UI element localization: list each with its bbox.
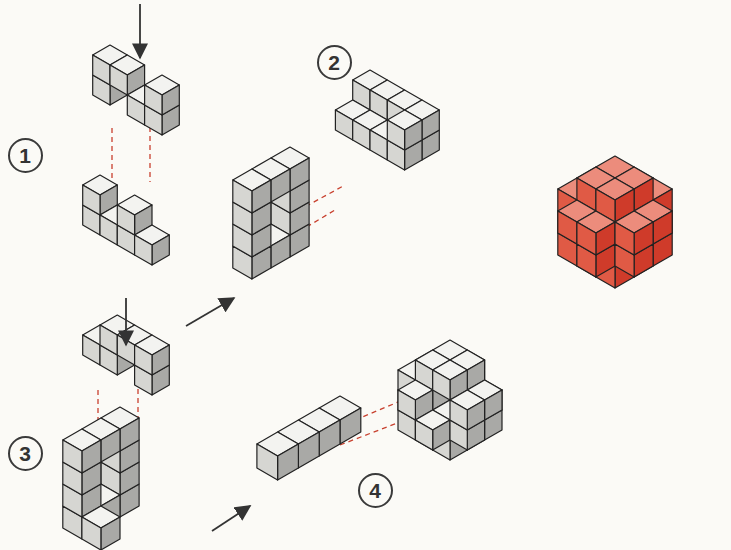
block-face (63, 440, 82, 473)
block-face (271, 169, 290, 202)
block-face (433, 370, 450, 400)
callout-number: 3 (19, 443, 31, 464)
block-face (278, 444, 299, 480)
step-number: 1 (8, 138, 43, 173)
block-face (577, 222, 596, 255)
block-face (135, 345, 152, 375)
block-face (120, 418, 139, 451)
block-face (634, 222, 653, 255)
block-face (558, 211, 577, 244)
block-face (100, 215, 117, 245)
block-face (335, 110, 352, 140)
block-face (127, 95, 144, 125)
block-face (82, 517, 101, 550)
block-face (93, 55, 110, 85)
block-face (233, 180, 252, 213)
callout-number: 1 (19, 145, 31, 166)
block-face (110, 65, 127, 95)
block-face (653, 211, 672, 244)
step-number: 2 (317, 45, 352, 80)
block-face (415, 420, 432, 450)
block-face (353, 120, 370, 150)
block-face (615, 222, 634, 255)
block-face (145, 85, 162, 115)
callout-number: 2 (328, 52, 340, 73)
block-face (596, 222, 615, 255)
block-face (101, 429, 120, 462)
block-face (252, 180, 271, 213)
step-number: 3 (8, 436, 43, 471)
step-number: 4 (358, 473, 393, 508)
block-face (450, 400, 467, 430)
block-face (422, 110, 439, 140)
block-face (405, 120, 422, 150)
block-face (162, 85, 179, 115)
block-face (290, 158, 309, 191)
block-face (485, 390, 502, 420)
block-face (387, 120, 404, 150)
block-face (319, 420, 340, 456)
block-face (82, 440, 101, 473)
block-face (398, 390, 415, 420)
block-face (271, 235, 290, 268)
block-face (83, 185, 100, 215)
block-face (100, 325, 117, 355)
block-face (298, 432, 319, 468)
block-face (467, 400, 484, 430)
block-face (117, 205, 134, 235)
block-face (370, 130, 387, 160)
block-face (433, 420, 450, 450)
block-face (257, 444, 278, 480)
block-face (83, 335, 100, 365)
block-face (152, 345, 169, 375)
callout-number: 4 (369, 480, 381, 501)
block-face (101, 517, 120, 550)
block-face (152, 235, 169, 265)
block-face (135, 235, 152, 265)
block-face (340, 408, 361, 444)
